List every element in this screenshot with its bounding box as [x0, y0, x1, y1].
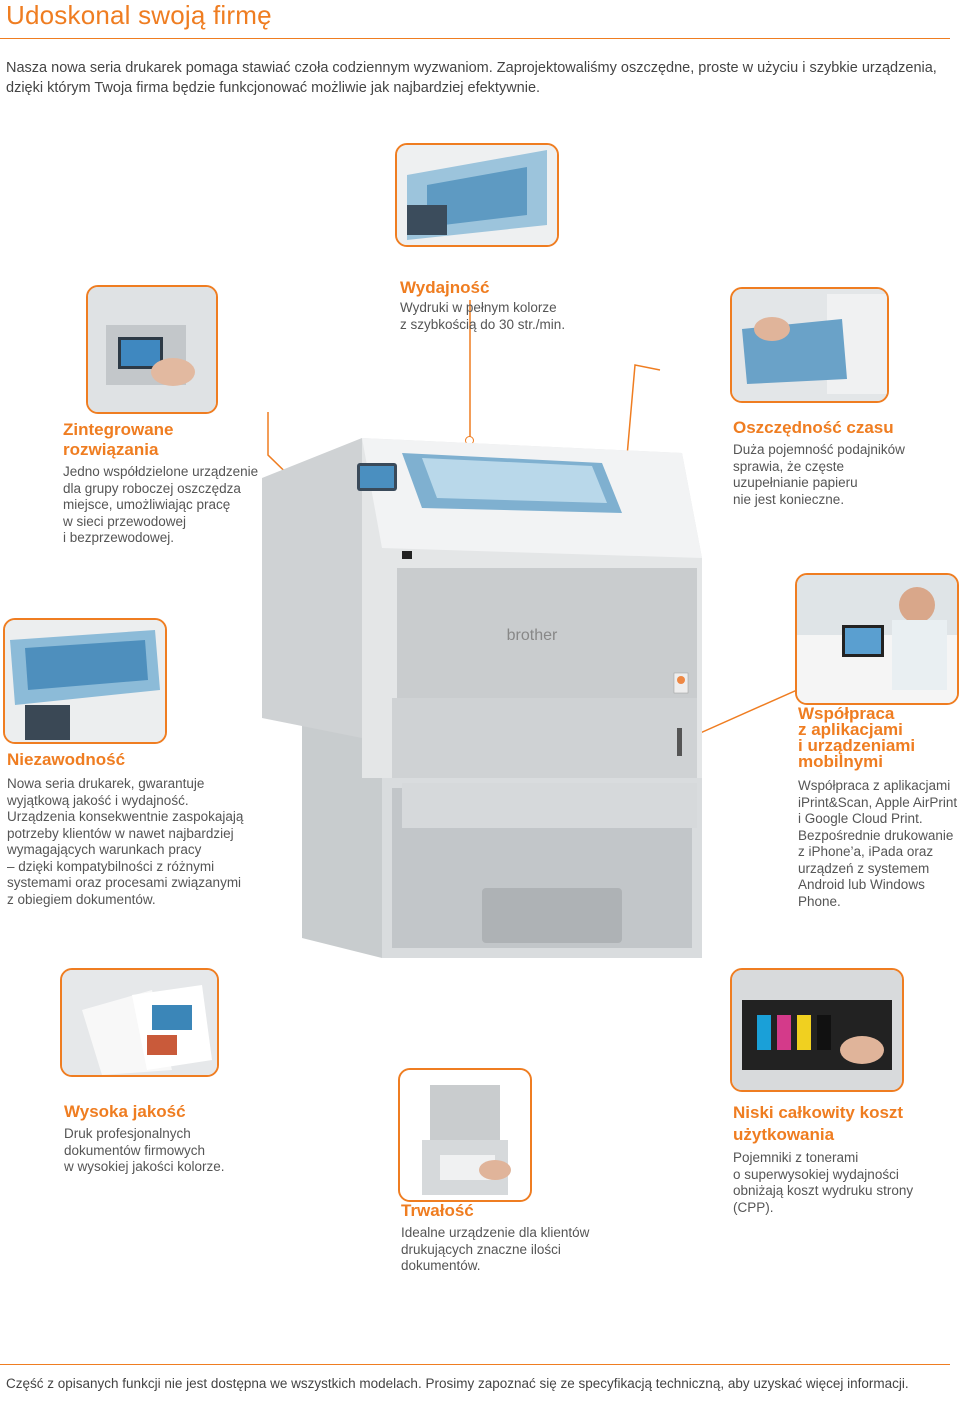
feature-koszt: Niski całkowity koszt użytkowania Pojemn… — [733, 1102, 913, 1216]
feature-text-line: Jedno współdzielone urządzenie — [63, 464, 259, 479]
feature-text-line: o superwysokiej wydajności — [733, 1166, 899, 1182]
feature-heading-line: mobilnymi — [798, 752, 884, 771]
feature-text-line: miejsce, umożliwiając pracę — [63, 497, 231, 512]
feature-heading-line: Zintegrowane — [63, 420, 174, 439]
feature-heading-line: i urządzeniami — [798, 736, 916, 755]
feature-text-line: Nowa seria drukarek, gwarantuje — [7, 776, 205, 791]
feature-text-line: wyjątkową jakość i wydajność. — [7, 792, 189, 808]
feature-jakosc: Wysoka jakość Druk profesjonalnych dokum… — [64, 1102, 225, 1176]
feature-heading: Współpraca z aplikacjami i urządzeniami … — [798, 704, 957, 771]
brand-logo: brother — [507, 627, 558, 644]
footer-note: Część z opisanych funkcji nie jest dostę… — [6, 1376, 909, 1391]
photo-reliability — [3, 618, 167, 744]
printer-illustration: brother — [262, 438, 702, 958]
feature-text-line: iPrint&Scan, Apple AirPrint — [798, 794, 958, 810]
feature-text-line: drukujących znaczne ilości — [401, 1241, 561, 1257]
photo-touchscreen — [86, 285, 218, 414]
feature-text-line: potrzeby klientów w nawet najbardziej — [7, 825, 234, 841]
feature-text-line: Phone. — [798, 893, 841, 909]
feature-heading-line: Współpraca — [798, 704, 895, 723]
feature-text-line: – dzięki kompatybilności z różnymi — [7, 858, 215, 874]
photo-paper-tray — [730, 287, 889, 403]
feature-heading: Niezawodność — [7, 750, 126, 769]
page-title: Udoskonal swoją firmę — [6, 0, 272, 30]
feature-zintegrowane: Zintegrowane rozwiązania Jedno współdzie… — [63, 420, 258, 547]
photo-toner-cost — [730, 968, 904, 1092]
feature-text-line: Druk profesjonalnych — [64, 1126, 191, 1141]
feature-heading-line: z aplikacjami — [798, 720, 903, 739]
feature-text-line: i bezprzewodowej. — [63, 530, 175, 545]
feature-wydajnosc: Wydajność Wydruki w pełnym kolorze z szy… — [400, 278, 565, 333]
feature-text-line: wymagających warunkach pracy — [7, 842, 202, 857]
feature-text-line: w sieci przewodowej — [63, 513, 187, 529]
feature-text-line: Wydruki w pełnym kolorze — [400, 300, 557, 315]
photo-quality — [60, 968, 219, 1077]
feature-heading-line: Niski całkowity koszt — [733, 1103, 904, 1122]
feature-text-line: systemami oraz procesami związanymi — [7, 875, 242, 890]
photo-printing-speed — [395, 143, 559, 247]
feature-text-line: uzupełnianie papieru — [733, 475, 858, 490]
feature-text-line: Współpraca z aplikacjami — [798, 778, 951, 793]
feature-text-line: z obiegiem dokumentów. — [7, 891, 156, 907]
feature-heading: Oszczędność czasu — [733, 418, 894, 437]
feature-text-line: sprawia, że częste — [733, 458, 845, 474]
feature-text-line: dokumentów firmowych — [64, 1142, 206, 1158]
feature-text-line: urządzeń z systemem — [798, 860, 930, 876]
feature-text-line: z iPhone’a, iPada oraz — [798, 844, 934, 859]
feature-heading: Niski całkowity koszt użytkowania — [733, 1102, 913, 1146]
photo-mobile — [795, 573, 959, 705]
feature-heading: Zintegrowane rozwiązania — [63, 420, 258, 460]
intro-text: Nasza nowa seria drukarek pomaga stawiać… — [6, 60, 937, 96]
feature-text-line: nie jest konieczne. — [733, 491, 845, 507]
feature-heading-line: rozwiązania — [63, 440, 159, 459]
feature-text-line: Android lub Windows — [798, 877, 925, 892]
feature-trwalosc: Trwałość Idealne urządzenie dla klientów… — [401, 1201, 589, 1275]
feature-oszczednosc: Oszczędność czasu Duża pojemność podajni… — [733, 418, 905, 508]
photo-durability — [398, 1068, 532, 1202]
feature-text-line: z szybkością do 30 str./min. — [400, 316, 566, 332]
title-rule — [0, 38, 950, 39]
footer-rule — [0, 1364, 950, 1365]
feature-niezawodnosc: Niezawodność Nowa seria drukarek, gwaran… — [7, 750, 243, 908]
feature-heading: Trwałość — [401, 1201, 474, 1220]
feature-text-line: Bezpośrednie drukowanie — [798, 827, 954, 843]
feature-text-line: (CPP). — [733, 1199, 774, 1215]
feature-heading-line: użytkowania — [733, 1125, 835, 1144]
feature-text-line: Duża pojemność podajników — [733, 442, 905, 457]
feature-wspolpraca: Współpraca z aplikacjami i urządzeniami … — [798, 704, 958, 910]
feature-text-line: Urządzenia konsekwentnie zaspokajają — [7, 809, 244, 824]
feature-text-line: i Google Cloud Print. — [798, 811, 923, 826]
feature-heading: Wysoka jakość — [64, 1102, 186, 1121]
feature-text-line: Pojemniki z tonerami — [733, 1150, 859, 1165]
feature-text-line: dla grupy roboczej oszczędza — [63, 480, 241, 496]
feature-text-line: dokumentów. — [401, 1258, 481, 1273]
feature-text-line: w wysokiej jakości kolorze. — [64, 1159, 225, 1174]
feature-text-line: obniżają koszt wydruku strony — [733, 1183, 914, 1198]
feature-text-line: Idealne urządzenie dla klientów — [401, 1225, 590, 1240]
feature-heading: Wydajność — [400, 278, 490, 297]
